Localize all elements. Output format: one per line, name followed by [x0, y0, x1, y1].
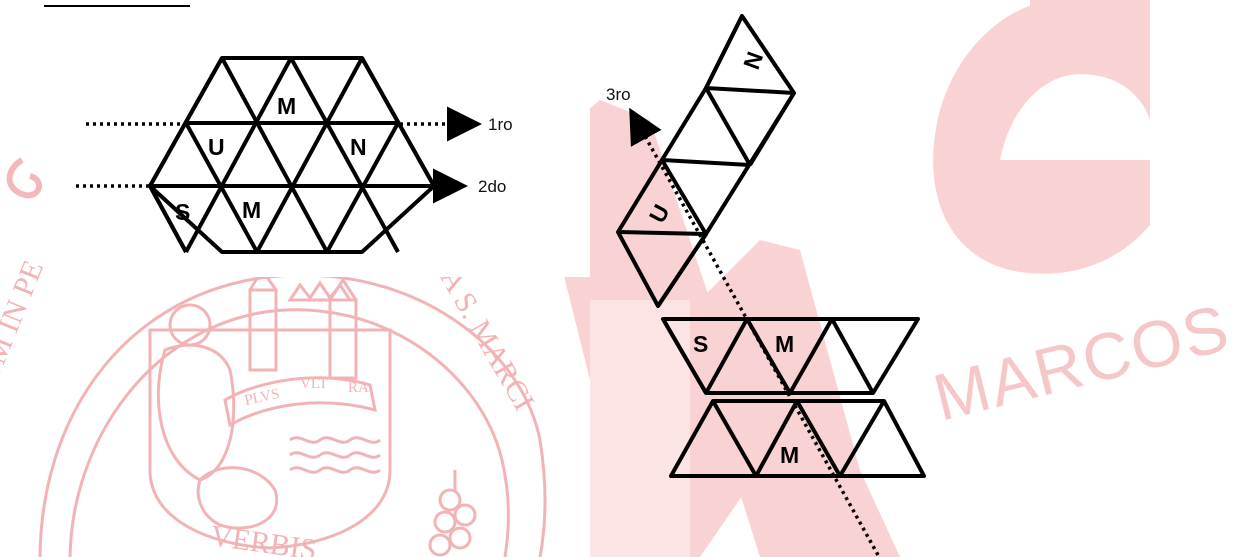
- right-cell-n: N: [738, 48, 768, 73]
- left-cell-u: U: [208, 134, 225, 160]
- arrow-3ro-label: 3ro: [606, 85, 631, 104]
- arrow-2do-label: 2do: [478, 177, 506, 196]
- seal-motto-left: REGUM IN PE: [0, 256, 50, 445]
- arrow-1ro-label: 1ro: [488, 115, 513, 134]
- left-cell-m-bottom: M: [242, 197, 261, 223]
- watermark-swirl: [10, 160, 39, 195]
- left-cell-s: S: [175, 199, 190, 225]
- left-cell-n: N: [350, 134, 367, 160]
- right-cell-s: S: [693, 331, 708, 357]
- watermark-marcos-text: MARCOS: [926, 290, 1234, 435]
- right-cell-m-band1: M: [775, 331, 794, 357]
- seal-banner-word-3: RA: [348, 380, 369, 396]
- seal-motto-bottom: VERBIS: [209, 519, 319, 557]
- watermark-e-logo: [933, 0, 1150, 274]
- left-cell-m-top: M: [277, 93, 296, 119]
- right-cell-m-band2: M: [780, 442, 799, 468]
- watermark-brand-block: [540, 100, 900, 557]
- seal-banner-word-2: VLT: [300, 376, 328, 392]
